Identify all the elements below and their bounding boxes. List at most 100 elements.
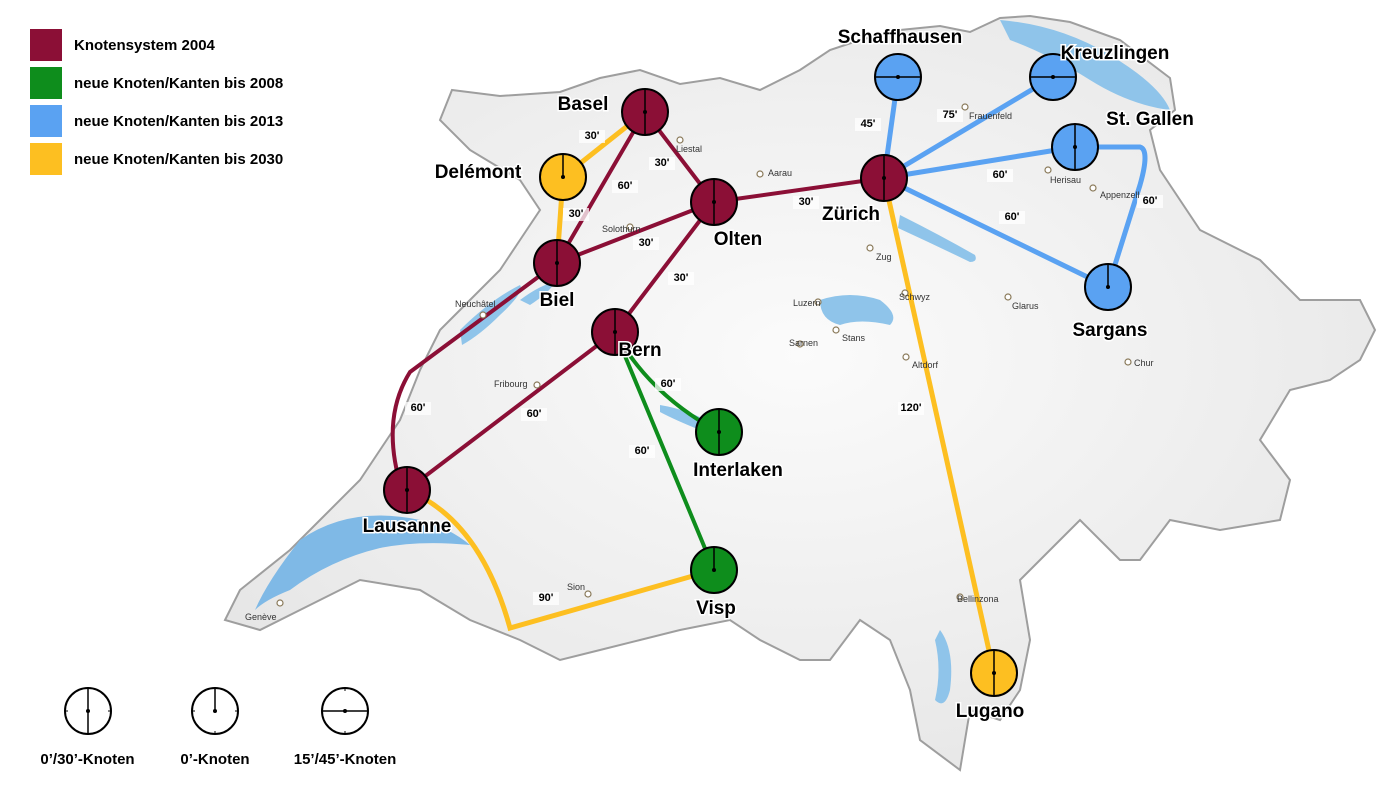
node-type-15-45: 15’/45’-Knoten xyxy=(275,685,415,768)
legend-label-2008: neue Knoten/Kanten bis 2008 xyxy=(74,74,284,92)
edge-basel-biel xyxy=(555,110,647,265)
node-lausanne[interactable] xyxy=(383,466,431,514)
edge-label-bern-visp: 60' xyxy=(635,445,650,457)
node-name-stgallen: St. Gallen xyxy=(1106,109,1194,130)
legend-swatch-2013 xyxy=(30,105,62,137)
node-name-olten: Olten xyxy=(714,229,763,250)
legend-item-2030: neue Knoten/Kanten bis 2030 xyxy=(30,140,283,178)
node-name-lugano: Lugano xyxy=(956,701,1025,722)
town-label: Chur xyxy=(1134,358,1154,368)
town-label: Glarus xyxy=(1012,301,1039,311)
town-label: Luzern xyxy=(793,298,821,308)
town-marker xyxy=(901,289,909,297)
edge-label-bg xyxy=(533,592,559,605)
legend-item-2013: neue Knoten/Kanten bis 2013 xyxy=(30,102,283,140)
edge-label-bg xyxy=(898,402,924,415)
edge-label-bg xyxy=(521,408,547,421)
lake-zurich xyxy=(898,215,976,262)
legend-swatch-2008 xyxy=(30,67,62,99)
edge-label-zurich-lugano: 120' xyxy=(901,402,922,414)
node-type-0: 0’-Knoten xyxy=(155,685,275,768)
node-olten[interactable] xyxy=(690,178,738,226)
edge-label-zurich-schaffhausen: 45' xyxy=(861,118,876,130)
edge-label-bg xyxy=(999,211,1025,224)
town-marker xyxy=(533,381,541,389)
edge-label-bg xyxy=(655,378,681,391)
edge-label-bg xyxy=(937,109,963,122)
switzerland-outline xyxy=(223,14,1377,772)
town-marker xyxy=(479,311,487,319)
town-marker xyxy=(902,353,910,361)
node-stgallen[interactable] xyxy=(1051,123,1099,171)
edge-label-bern-lausanne: 60' xyxy=(527,408,542,420)
town-label: Appenzell xyxy=(1100,190,1140,200)
node-name-zurich: Zürich xyxy=(822,204,880,225)
legend-item-2004: Knotensystem 2004 xyxy=(30,26,283,64)
lake-constance xyxy=(1000,20,1170,110)
legend-label-2004: Knotensystem 2004 xyxy=(74,36,215,54)
lake-maggiore xyxy=(935,630,952,704)
town-label: Bellinzona xyxy=(957,594,999,604)
town-label: Schwyz xyxy=(899,292,931,302)
town-marker xyxy=(276,599,284,607)
town-marker xyxy=(1124,358,1132,366)
edge-zurich-stgallen xyxy=(881,144,1078,181)
legend-swatch-2004 xyxy=(30,29,62,61)
edge-label-lausanne-visp: 90' xyxy=(539,592,554,604)
edge-biel-olten xyxy=(555,200,716,265)
town-marker xyxy=(961,103,969,111)
town-marker xyxy=(756,170,764,178)
town-label: Frauenfeld xyxy=(969,111,1012,121)
town-marker xyxy=(626,223,634,231)
node-bern[interactable] xyxy=(591,308,639,356)
town-label: Solothurn xyxy=(602,224,641,234)
edge-label-bg xyxy=(563,208,589,221)
node-type-legend: 0’/30’-Knoten 0’-Knoten 15’/45’-Knoten xyxy=(20,685,415,768)
edge-label-basel-biel: 60' xyxy=(618,180,633,192)
node-sargans[interactable] xyxy=(1084,263,1132,311)
edge-zurich-lugano xyxy=(881,175,997,676)
lake-biel xyxy=(520,282,555,305)
edge-label-basel-delemont: 30' xyxy=(585,130,600,142)
edge-label-bg xyxy=(793,196,819,209)
node-name-biel: Biel xyxy=(540,290,575,311)
node-name-delemont: Delémont xyxy=(435,162,522,183)
town-label: Aarau xyxy=(768,168,792,178)
town-marker xyxy=(1004,293,1012,301)
town-label: Neuchâtel xyxy=(455,299,496,309)
node-name-schaffhausen: Schaffhausen xyxy=(838,27,963,48)
town-marker xyxy=(866,244,874,252)
edge-label-bg xyxy=(987,169,1013,182)
node-kreuzlingen[interactable] xyxy=(1029,53,1077,101)
town-label: Altdorf xyxy=(912,360,939,370)
town-marker xyxy=(814,298,822,306)
node-zurich[interactable] xyxy=(860,154,908,202)
town-label: Sarnen xyxy=(789,338,818,348)
edge-label-zurich-kreuzlingen: 75' xyxy=(943,109,958,121)
edge-label-bern-interlaken: 60' xyxy=(661,378,676,390)
town-label: Fribourg xyxy=(494,379,528,389)
node-name-lausanne: Lausanne xyxy=(363,516,452,537)
edge-label-zurich-sargans: 60' xyxy=(1005,211,1020,223)
node-lugano[interactable] xyxy=(970,649,1018,697)
node-interlaken[interactable] xyxy=(695,408,743,456)
node-names-layer: BaselDelémontBielOltenBernLausanneZürich… xyxy=(361,26,1195,724)
town-marker xyxy=(796,340,804,348)
node-delemont[interactable] xyxy=(539,153,587,201)
lake-geneva xyxy=(255,515,470,610)
legend-label-2013: neue Knoten/Kanten bis 2013 xyxy=(74,112,284,130)
node-basel[interactable] xyxy=(621,88,669,136)
node-type-label-0-30: 0’/30’-Knoten xyxy=(40,751,135,768)
town-label: Zug xyxy=(876,252,892,262)
edge-label-bg xyxy=(1137,195,1163,208)
node-visp[interactable] xyxy=(690,546,738,594)
node-biel[interactable] xyxy=(533,239,581,287)
node-name-basel: Basel xyxy=(558,94,609,115)
town-label: Herisau xyxy=(1050,175,1081,185)
town-marker xyxy=(956,593,964,601)
legend-item-2008: neue Knoten/Kanten bis 2008 xyxy=(30,64,283,102)
edge-bern-visp xyxy=(613,330,716,572)
edge-label-bg xyxy=(612,180,638,193)
node-schaffhausen[interactable] xyxy=(874,53,922,101)
